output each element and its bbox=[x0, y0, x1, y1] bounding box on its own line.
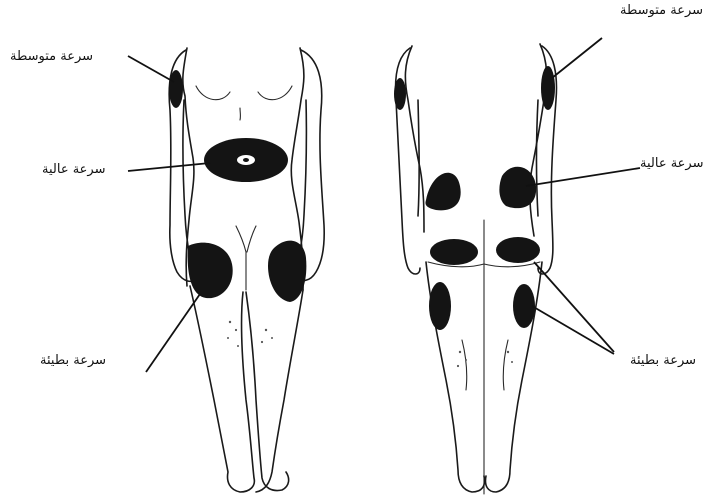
back-left-thigh-zone bbox=[429, 282, 451, 330]
leader-back-thigh-lower bbox=[532, 306, 614, 354]
back-right-thigh-zone bbox=[513, 284, 535, 328]
label-front-slow-speed: سرعة بطيئة bbox=[40, 354, 106, 367]
leader-front-abdomen bbox=[128, 163, 210, 171]
back-left-buttock-zone bbox=[425, 173, 460, 211]
leader-back-thigh-upper bbox=[534, 262, 614, 352]
label-back-slow-speed: سرعة بطيئة bbox=[630, 354, 696, 367]
front-right-thigh-zone bbox=[188, 243, 233, 299]
back-figure bbox=[394, 44, 556, 494]
front-chest-lines bbox=[196, 86, 292, 120]
label-back-high-speed: سرعة عالية bbox=[640, 157, 704, 170]
front-left-thigh-zone bbox=[268, 241, 306, 302]
label-front-high-speed: سرعة عالية bbox=[42, 163, 106, 176]
back-body-outline bbox=[405, 44, 546, 236]
leader-front-thigh bbox=[146, 294, 200, 372]
front-upper-arm-zone bbox=[169, 70, 183, 108]
leader-back-buttock bbox=[526, 168, 640, 186]
back-right-arm-zone bbox=[541, 66, 555, 110]
front-groin-lines bbox=[236, 226, 256, 290]
label-back-medium-speed: سرعة متوسطة bbox=[620, 4, 703, 17]
front-figure bbox=[169, 48, 324, 492]
back-left-arm-zone bbox=[394, 78, 406, 110]
back-right-upper-thigh-zone bbox=[496, 237, 540, 263]
leader-lines bbox=[128, 38, 640, 372]
label-front-medium-speed: سرعة متوسطة bbox=[10, 50, 93, 63]
leader-front-arm bbox=[128, 56, 174, 82]
front-legs-outline bbox=[190, 286, 303, 492]
back-left-upper-thigh-zone bbox=[430, 239, 478, 265]
leader-back-arm bbox=[552, 38, 602, 78]
